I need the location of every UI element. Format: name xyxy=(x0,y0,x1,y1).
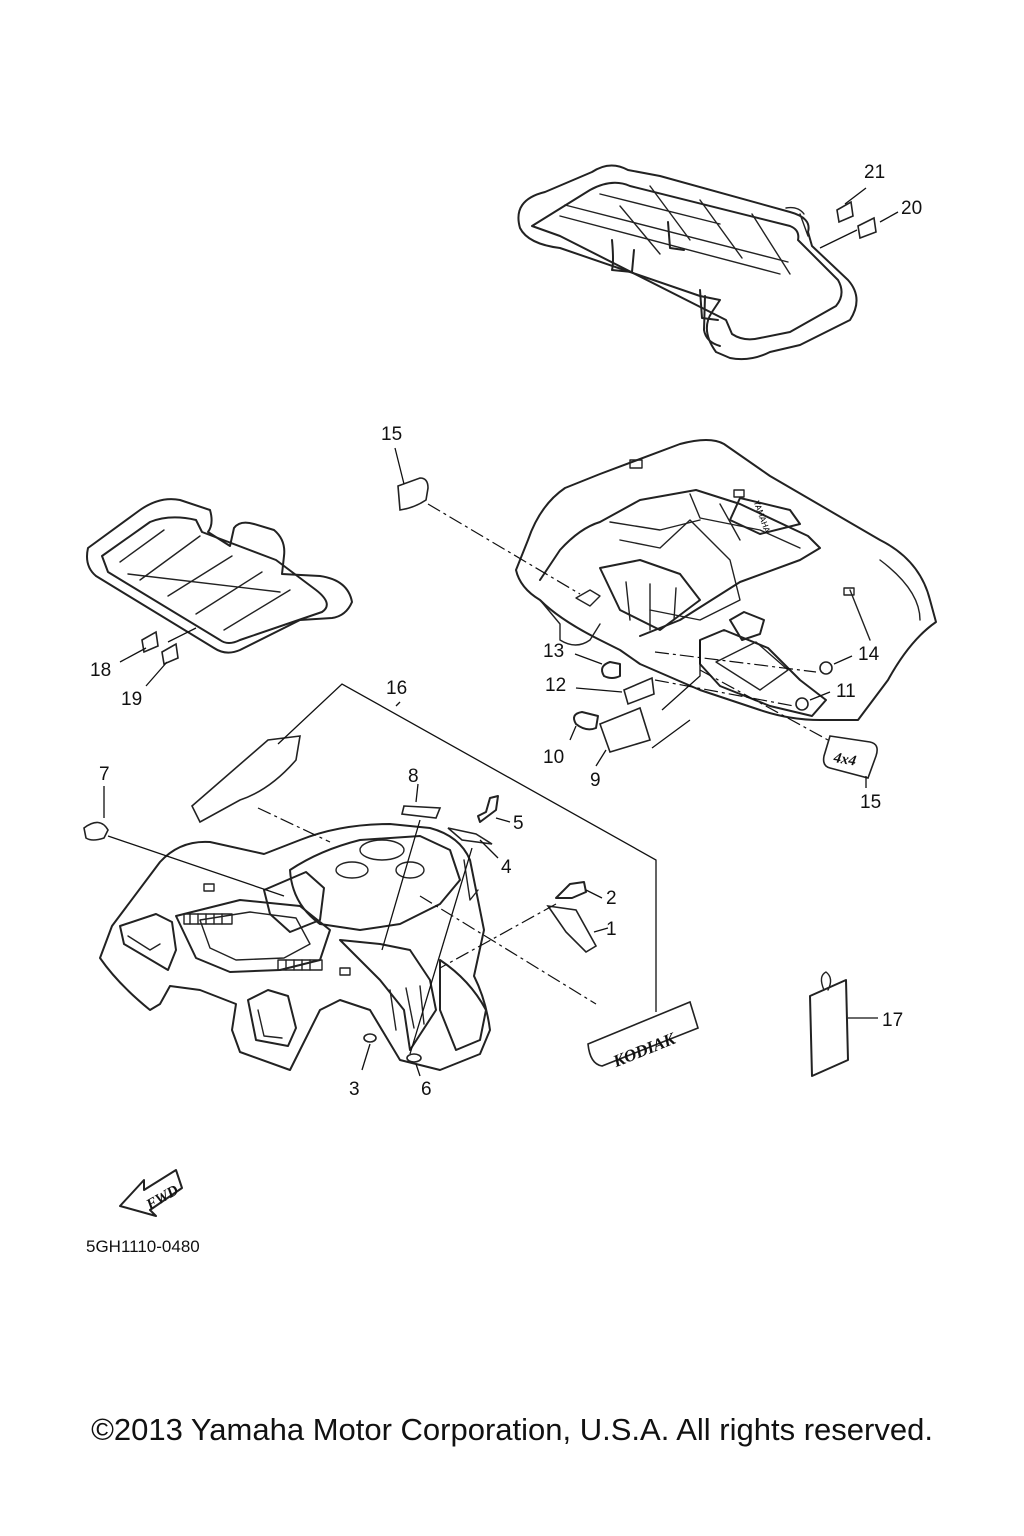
callout-15-upper: 15 xyxy=(381,424,402,445)
figure-code: 5GH1110-0480 xyxy=(86,1237,200,1256)
emblem-4x4-text: 4x4 xyxy=(831,750,857,770)
emblem-7 xyxy=(83,786,285,897)
callout-14: 14 xyxy=(858,644,880,665)
callout-2: 2 xyxy=(606,888,617,909)
rear-fender xyxy=(515,439,937,721)
front-carrier xyxy=(86,498,353,654)
callout-21: 21 xyxy=(864,162,885,183)
callout-18: 18 xyxy=(90,660,111,681)
callout-11: 11 xyxy=(836,681,856,702)
rear-mount-parts xyxy=(569,640,853,767)
fwd-arrow-icon: FWD xyxy=(119,1169,183,1217)
callout-12: 12 xyxy=(545,675,566,696)
decal-8 xyxy=(381,783,442,951)
rear-carrier xyxy=(517,164,858,361)
decal-18-19 xyxy=(119,627,197,687)
callout-19: 19 xyxy=(121,689,142,710)
callout-labels: 21 20 15 13 14 18 12 16 11 19 10 7 9 8 1… xyxy=(90,162,922,1100)
callout-3: 3 xyxy=(349,1079,360,1100)
callout-15-lower: 15 xyxy=(860,792,881,813)
callout-20: 20 xyxy=(901,198,922,219)
emblem-15-upper xyxy=(394,447,581,595)
decal-20-21 xyxy=(819,187,899,249)
callout-8: 8 xyxy=(408,766,419,787)
parts-3-6 xyxy=(361,1033,422,1077)
tag-17 xyxy=(809,971,878,1077)
side-decal-16 xyxy=(191,683,657,1012)
callout-7: 7 xyxy=(99,764,110,785)
parts-4-5 xyxy=(409,795,511,1055)
kodiak-decal: KODIAK xyxy=(419,895,699,1071)
front-fender xyxy=(99,823,491,1071)
parts-1-2 xyxy=(439,881,609,969)
callout-5: 5 xyxy=(513,813,524,834)
callout-13: 13 xyxy=(543,641,564,662)
callout-1: 1 xyxy=(606,919,617,940)
emblem-4x4: 4x4 xyxy=(699,669,878,788)
callout-9: 9 xyxy=(590,770,601,791)
callout-16: 16 xyxy=(386,678,407,699)
callout-4: 4 xyxy=(501,857,512,878)
callout-6: 6 xyxy=(421,1079,432,1100)
copyright-notice: ©2013 Yamaha Motor Corporation, U.S.A. A… xyxy=(91,1412,933,1447)
callout-10: 10 xyxy=(543,747,564,768)
callout-17: 17 xyxy=(882,1010,903,1031)
